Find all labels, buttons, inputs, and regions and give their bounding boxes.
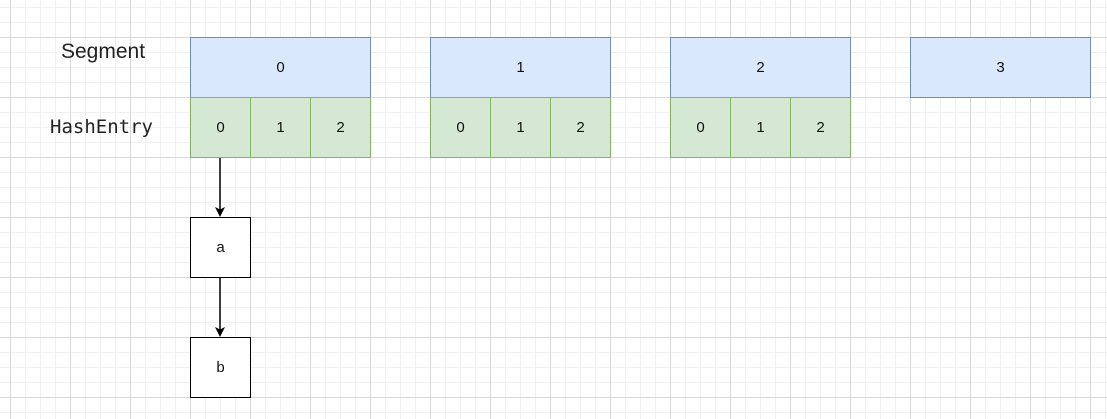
segment-0-entry-2[interactable]: 2 [310, 97, 371, 158]
segment-row-label: Segment [61, 40, 146, 63]
segment-label: 1 [516, 59, 525, 76]
hashentry-row-label: HashEntry [50, 116, 153, 138]
entry-label: 1 [516, 119, 525, 136]
entry-label: 1 [276, 119, 285, 136]
entry-label: 0 [696, 119, 705, 136]
entry-label: 2 [816, 119, 825, 136]
segment-label: 0 [276, 59, 285, 76]
segment-3[interactable]: 3 [910, 37, 1091, 98]
segment-0-entry-0[interactable]: 0 [190, 97, 251, 158]
segment-0-entry-1[interactable]: 1 [250, 97, 311, 158]
segment-label: 2 [756, 59, 765, 76]
node-label: b [216, 359, 225, 376]
node-label: a [216, 239, 225, 256]
entry-label: 1 [756, 119, 765, 136]
chain-node-b[interactable]: b [190, 337, 251, 398]
entry-label: 0 [216, 119, 225, 136]
segment-2-entry-2[interactable]: 2 [790, 97, 851, 158]
segment-label: 3 [996, 59, 1005, 76]
chain-node-a[interactable]: a [190, 217, 251, 278]
segment-1[interactable]: 1 [430, 37, 611, 98]
segment-1-entry-2[interactable]: 2 [550, 97, 611, 158]
segment-0[interactable]: 0 [190, 37, 371, 98]
entry-label: 2 [336, 119, 345, 136]
segment-2-entry-0[interactable]: 0 [670, 97, 731, 158]
entry-label: 0 [456, 119, 465, 136]
segment-2-entry-1[interactable]: 1 [730, 97, 791, 158]
entry-label: 2 [576, 119, 585, 136]
